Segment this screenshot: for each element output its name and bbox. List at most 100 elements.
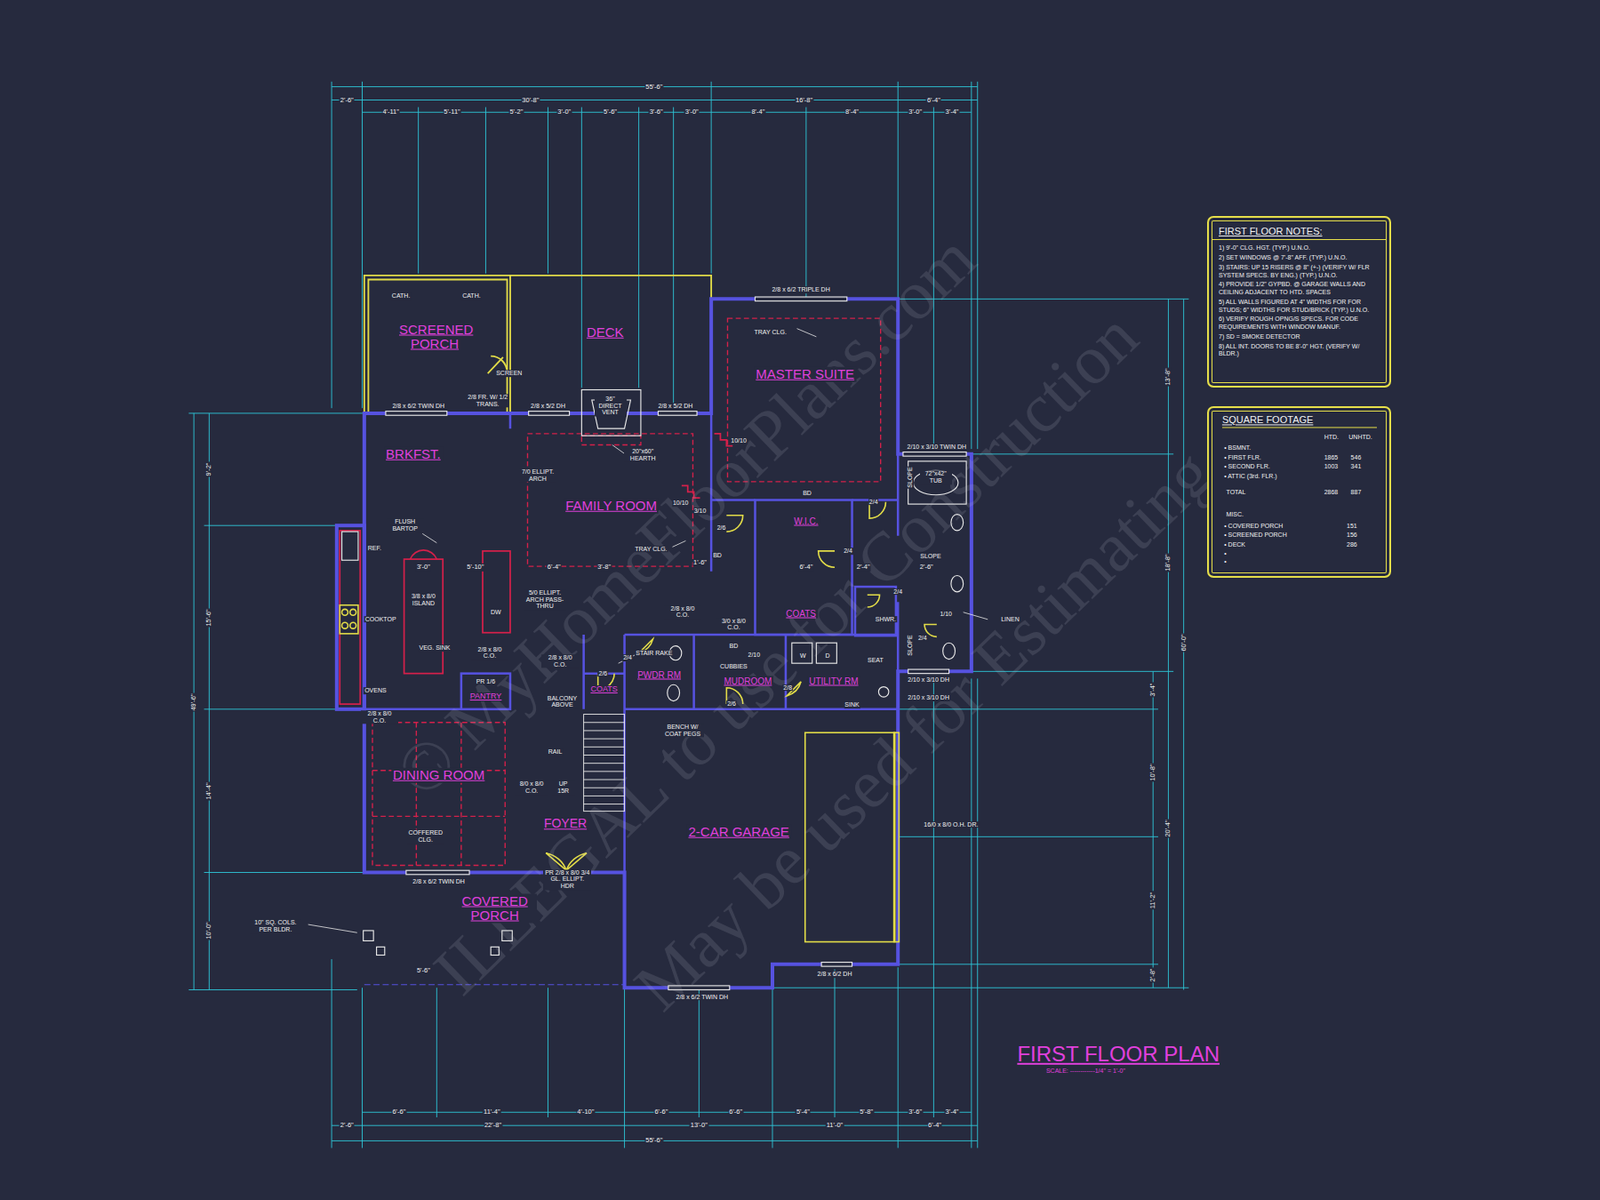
annotation: 10/10 bbox=[729, 437, 748, 445]
counter bbox=[339, 530, 360, 704]
table-cell: 1865 bbox=[1324, 454, 1339, 462]
annotation: STAIR RAKE bbox=[634, 649, 673, 657]
annotation: 20"x60" HEARTH bbox=[624, 448, 662, 462]
annotation: SCREEN bbox=[495, 369, 523, 377]
dimension-label: 5'-4" bbox=[795, 1108, 811, 1116]
annotation: 2/4 bbox=[842, 547, 854, 555]
dimension-label: 6'-6" bbox=[391, 1108, 407, 1116]
annotation: COFFERED CLG. bbox=[407, 830, 445, 844]
annotation: REF. bbox=[367, 544, 383, 552]
fixture bbox=[878, 687, 888, 697]
dimension-label: 6'-4" bbox=[926, 96, 942, 104]
door-and-garage bbox=[350, 608, 357, 616]
porch-column bbox=[363, 930, 374, 941]
table-cell: 341 bbox=[1351, 464, 1362, 472]
fixture bbox=[342, 531, 359, 560]
dimension-label: 9'-2" bbox=[205, 462, 213, 478]
dimension-label: 16'-8" bbox=[794, 96, 814, 104]
dimension-label: 2'-6" bbox=[339, 96, 355, 104]
window bbox=[821, 962, 852, 968]
annotation: 2/8 x 8/0 C.O. bbox=[471, 646, 509, 660]
table-cell: • bbox=[1224, 550, 1226, 558]
ceiling-outline bbox=[581, 435, 641, 445]
dimension-label: 6'-6" bbox=[653, 1108, 669, 1116]
table-cell: 887 bbox=[1351, 488, 1362, 496]
dimension-label: 3'-0" bbox=[684, 108, 700, 116]
annotation: 36" DIRECT VENT bbox=[594, 395, 627, 416]
annotation: 2/8 x 6/2 TWIN DH bbox=[411, 878, 466, 886]
annotation: 2/4 bbox=[868, 498, 880, 506]
leader-line bbox=[308, 924, 358, 933]
annotation: BD bbox=[801, 489, 813, 497]
dimension-label: 13'-0" bbox=[689, 1121, 709, 1129]
counter bbox=[409, 550, 437, 560]
annotation: RAIL bbox=[547, 748, 564, 756]
wall bbox=[336, 298, 972, 988]
table-cell: HTD. bbox=[1324, 433, 1339, 441]
notes-panel: FIRST FLOOR NOTES:1) 9'-0" CLG. HGT. (TY… bbox=[1207, 216, 1392, 388]
window bbox=[528, 411, 570, 416]
room-name: PWDR RM bbox=[635, 669, 683, 680]
table-cell: 1003 bbox=[1324, 464, 1339, 472]
table-cell: TOTAL bbox=[1226, 488, 1247, 496]
annotation: DW bbox=[489, 608, 503, 616]
note-line: 8) ALL INT. DOORS TO BE 8'-0" HGT. (VERI… bbox=[1218, 343, 1380, 360]
table-cell: 156 bbox=[1346, 532, 1358, 540]
dimension-label: 6'-4" bbox=[798, 563, 814, 571]
dimension-label: 18'-8" bbox=[1164, 552, 1172, 572]
annotation: SLOPE bbox=[906, 466, 914, 489]
dimension-label: 3'-6" bbox=[648, 108, 664, 116]
annotation: 2/8 x 8/0 C.O. bbox=[360, 710, 399, 724]
leader-line bbox=[308, 328, 989, 934]
square-footage-table: SQUARE FOOTAGEHTD.UNHTD.• BSMNT.• FIRST … bbox=[1207, 406, 1392, 578]
annotation: 2/4 bbox=[892, 588, 904, 596]
annotation: 7/0 ELLIPT. ARCH bbox=[519, 468, 557, 482]
window bbox=[406, 870, 470, 875]
room-area: 2-CAR GARAGE bbox=[624, 709, 899, 965]
dimension-label: 3'-0" bbox=[556, 108, 572, 116]
table-heading: SQUARE FOOTAGE bbox=[1222, 414, 1378, 428]
room-area: COATS bbox=[584, 673, 625, 710]
window bbox=[385, 411, 448, 416]
window bbox=[385, 296, 967, 990]
annotation: BALCONY ABOVE bbox=[544, 695, 582, 709]
room-name: SCREENED PORCH bbox=[397, 321, 472, 352]
table-cell: • DECK bbox=[1224, 541, 1246, 549]
dimension-label: 5'-10" bbox=[465, 563, 485, 571]
annotation: TRAY CLG. bbox=[633, 545, 668, 553]
annotation: UP 15R bbox=[552, 781, 576, 795]
dimension-label: 10'-8" bbox=[1149, 762, 1157, 782]
table-cell: • bbox=[1224, 558, 1226, 566]
annotation: BENCH W/ COAT PEGS bbox=[661, 723, 704, 737]
annotation: 2/8 x 6/2 TWIN DH bbox=[391, 402, 446, 410]
dimension-label: 3'-4" bbox=[1149, 682, 1157, 698]
note-line: 2) SET WINDOWS @ 7'-8" AFF. (TYP.) U.N.O… bbox=[1218, 254, 1380, 263]
annotation: CUBBIES bbox=[719, 663, 749, 671]
annotation: 2/10 x 3/10 TWIN DH bbox=[906, 443, 968, 451]
room-area: MASTER SUITE bbox=[711, 298, 898, 500]
annotation: SLOPE bbox=[919, 552, 942, 560]
annotation: 1/10 bbox=[938, 610, 953, 618]
fixture bbox=[581, 390, 641, 437]
dimension-label: 3'-8" bbox=[596, 563, 612, 571]
annotation: OVENS bbox=[363, 687, 388, 695]
dimension-label: 14'-4" bbox=[205, 781, 213, 800]
annotation: 2/8 x 5/2 DH bbox=[529, 402, 567, 410]
table-cell: • BSMNT. bbox=[1224, 444, 1251, 452]
annotation: 2/8 FR. W/ 1/2 TRANS. bbox=[466, 393, 510, 408]
dimension-label: 3'-0" bbox=[907, 108, 923, 116]
annotation: 3/10 bbox=[693, 507, 708, 515]
room-name: FOYER bbox=[542, 817, 589, 832]
dimension-label: 15'-6" bbox=[205, 608, 213, 627]
dimension-label: 11'-2" bbox=[1149, 890, 1157, 910]
porch-deck-outline bbox=[364, 275, 712, 414]
table-cell: • FIRST FLR. bbox=[1224, 454, 1262, 462]
table-cell: 546 bbox=[1351, 454, 1362, 462]
annotation: 16/0 x 8/0 O.H. DR. bbox=[922, 821, 979, 829]
room-area: MUDROOM bbox=[694, 634, 786, 710]
annotation: 2/4 bbox=[622, 655, 633, 663]
annotation: 2/8 x 6/2 TRIPLE DH bbox=[770, 286, 831, 294]
